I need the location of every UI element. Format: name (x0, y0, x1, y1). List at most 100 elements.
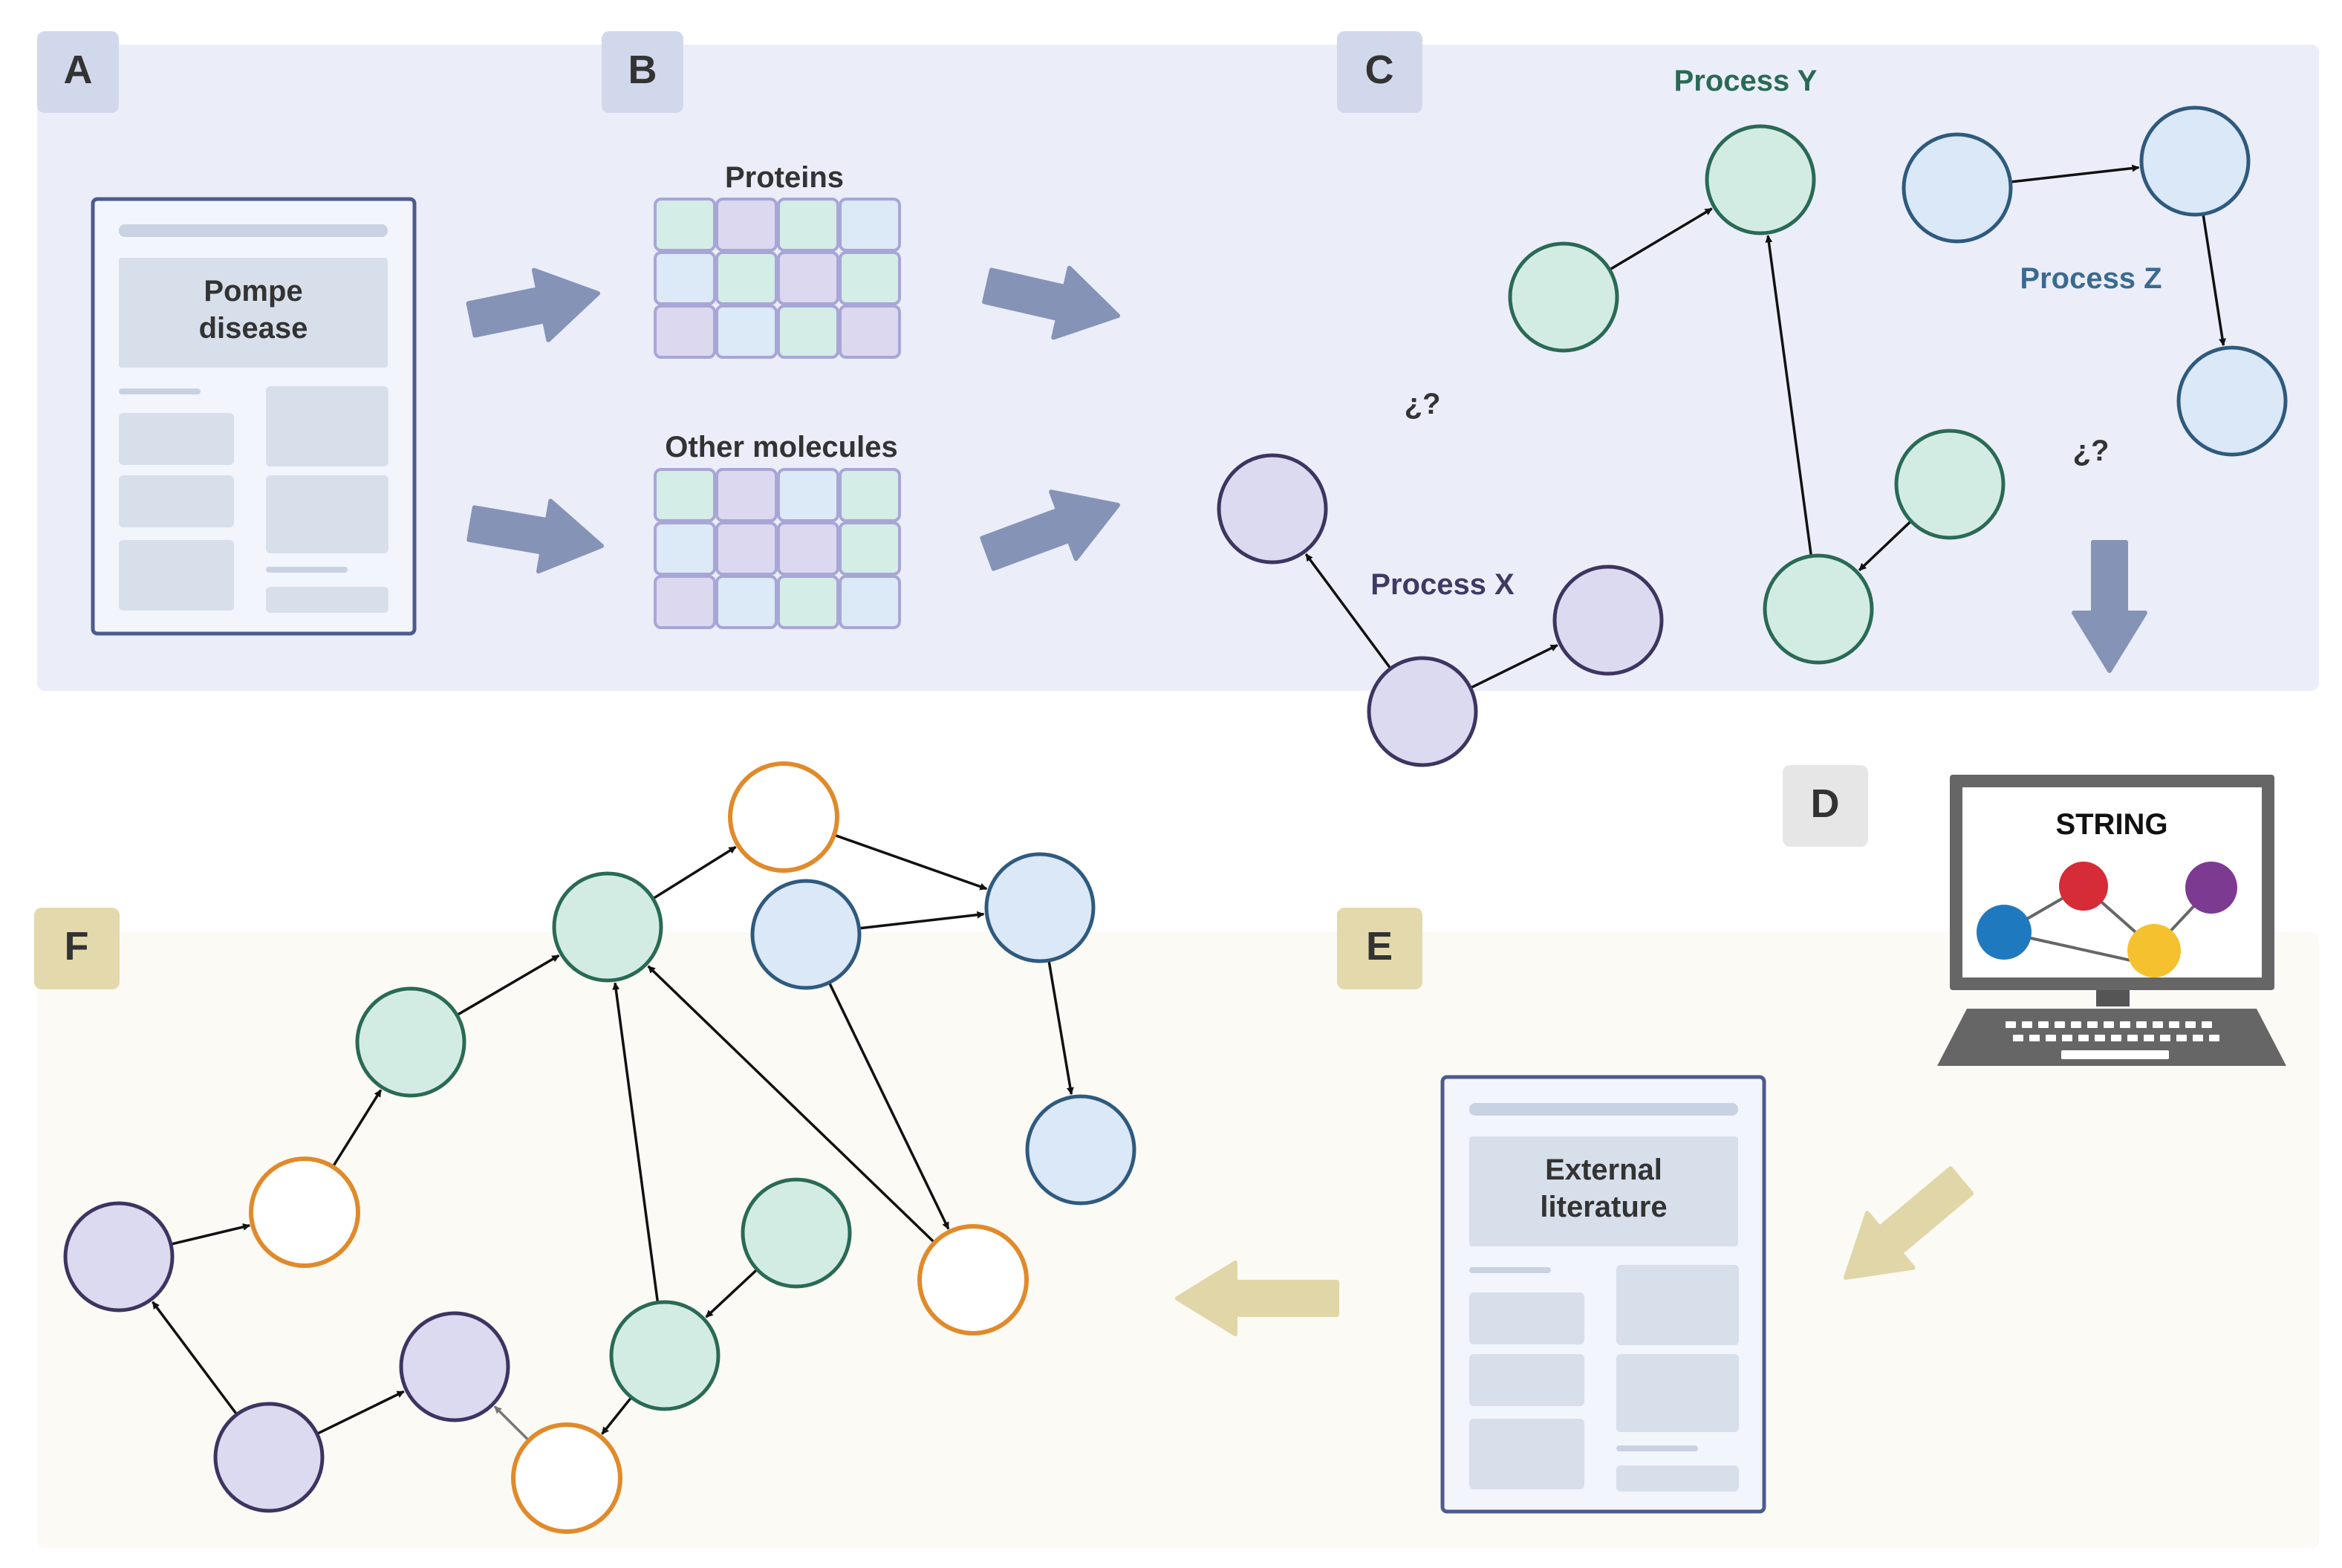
network-nodes (63, 105, 2288, 1534)
node-f3 (399, 1311, 510, 1422)
node-f1 (63, 1201, 175, 1312)
other-molecules-label: Other molecules (665, 431, 897, 463)
node-f4 (249, 1157, 360, 1268)
grid-cell (777, 468, 839, 522)
node-f10 (741, 1177, 852, 1289)
edge-z1-z2 (2011, 164, 2140, 183)
grid-cell (654, 521, 716, 576)
grid-cell (839, 251, 901, 305)
string-node-purple (2185, 862, 2237, 914)
edge-y3-y4 (1858, 521, 1911, 571)
node-y2 (1705, 124, 1816, 235)
string-node-yellow (2127, 924, 2181, 977)
doc-e-title-line2: literature (1540, 1191, 1667, 1223)
node-z3 (2176, 345, 2288, 457)
badge-b: B (602, 31, 683, 113)
edge-f2-f1 (152, 1301, 238, 1414)
node-f7 (917, 1224, 1029, 1336)
badge-e: E (1337, 908, 1422, 989)
doc-e-title-line1: External (1545, 1154, 1662, 1186)
arrow-a-to-other-molecules (466, 498, 604, 574)
edge-f10-f11 (705, 1269, 758, 1318)
edge-f13-f14 (1047, 961, 1074, 1096)
edge-x2-x3 (1471, 643, 1558, 689)
node-y1 (1508, 241, 1619, 353)
grid-cell (777, 521, 839, 576)
edge-f12-f13 (860, 911, 985, 930)
badge-b-label: B (628, 48, 657, 92)
grid-cell (715, 575, 778, 629)
grid-cell (839, 198, 901, 252)
laptop-string-database: STRING (1937, 775, 2286, 1066)
badge-f: F (34, 908, 120, 989)
badge-e-label: E (1366, 924, 1393, 969)
unknown-link-mark-2: ¿? (2073, 435, 2110, 467)
arrow-network-to-string (2072, 540, 2147, 673)
string-node-red (2059, 862, 2108, 911)
grid-cell (654, 251, 716, 305)
badge-c: C (1337, 31, 1422, 113)
flow-arrows (466, 265, 2147, 1336)
grid-cell (715, 198, 778, 252)
badge-c-label: C (1365, 48, 1394, 92)
grid-cell (715, 305, 778, 359)
arrow-other-molecules-to-network (980, 489, 1120, 571)
edge-f11-f9 (612, 982, 659, 1301)
badge-d-label: D (1811, 781, 1840, 826)
badge-f-label: F (65, 924, 89, 969)
grid-cell (777, 575, 839, 629)
grid-cell (839, 575, 901, 629)
node-z2 (2139, 105, 2251, 217)
node-x1 (1217, 453, 1328, 565)
grid-cell (715, 521, 778, 576)
arrow-a-to-proteins (466, 267, 600, 342)
grid-cell (839, 468, 901, 522)
grid-cell (839, 305, 901, 359)
grid-cell (777, 251, 839, 305)
node-y3 (1894, 429, 2006, 540)
node-f2 (213, 1402, 325, 1513)
edge-f7-f9 (647, 965, 934, 1243)
proteins-grid (654, 198, 901, 359)
badge-a: A (37, 31, 119, 113)
edge-y1-y2 (1610, 207, 1713, 270)
edge-f5-f3 (493, 1405, 529, 1441)
node-f11 (609, 1300, 721, 1411)
node-f13 (984, 852, 1096, 963)
process-y-label: Process Y (1674, 65, 1818, 97)
node-f12 (750, 879, 862, 990)
badge-a-label: A (64, 48, 93, 92)
grid-cell (715, 468, 778, 522)
grid-cell (715, 251, 778, 305)
other-molecules-grid (654, 468, 901, 629)
node-z1 (1902, 132, 2013, 244)
node-f9 (552, 871, 663, 983)
edge-f11-f5 (601, 1397, 632, 1435)
network-edges (152, 164, 2226, 1441)
badge-d: D (1783, 765, 1868, 847)
grid-cell (654, 198, 716, 252)
edge-f9-f6 (653, 845, 737, 900)
document-pompe-disease: Pompe disease (91, 197, 417, 636)
node-f6 (728, 761, 839, 873)
process-x-label: Process X (1370, 568, 1515, 601)
process-z-label: Process Z (2020, 262, 2162, 295)
edge-x2-x1 (1304, 553, 1391, 668)
edge-f4-f8 (332, 1089, 383, 1167)
edge-f8-f9 (457, 954, 560, 1016)
edge-z2-z3 (2202, 215, 2226, 346)
node-x3 (1552, 565, 1664, 676)
grid-cell (654, 575, 716, 629)
edge-f12-f7 (828, 983, 950, 1230)
grid-cell (777, 305, 839, 359)
edge-f2-f3 (317, 1390, 405, 1435)
string-node-blue (1977, 905, 2032, 960)
edge-f6-f13 (835, 834, 988, 891)
arrow-literature-to-network (1175, 1260, 1339, 1336)
grid-cell (777, 198, 839, 252)
node-y4 (1763, 553, 1874, 665)
grid-cell (654, 468, 716, 522)
edge-y4-y2 (1765, 235, 1812, 555)
